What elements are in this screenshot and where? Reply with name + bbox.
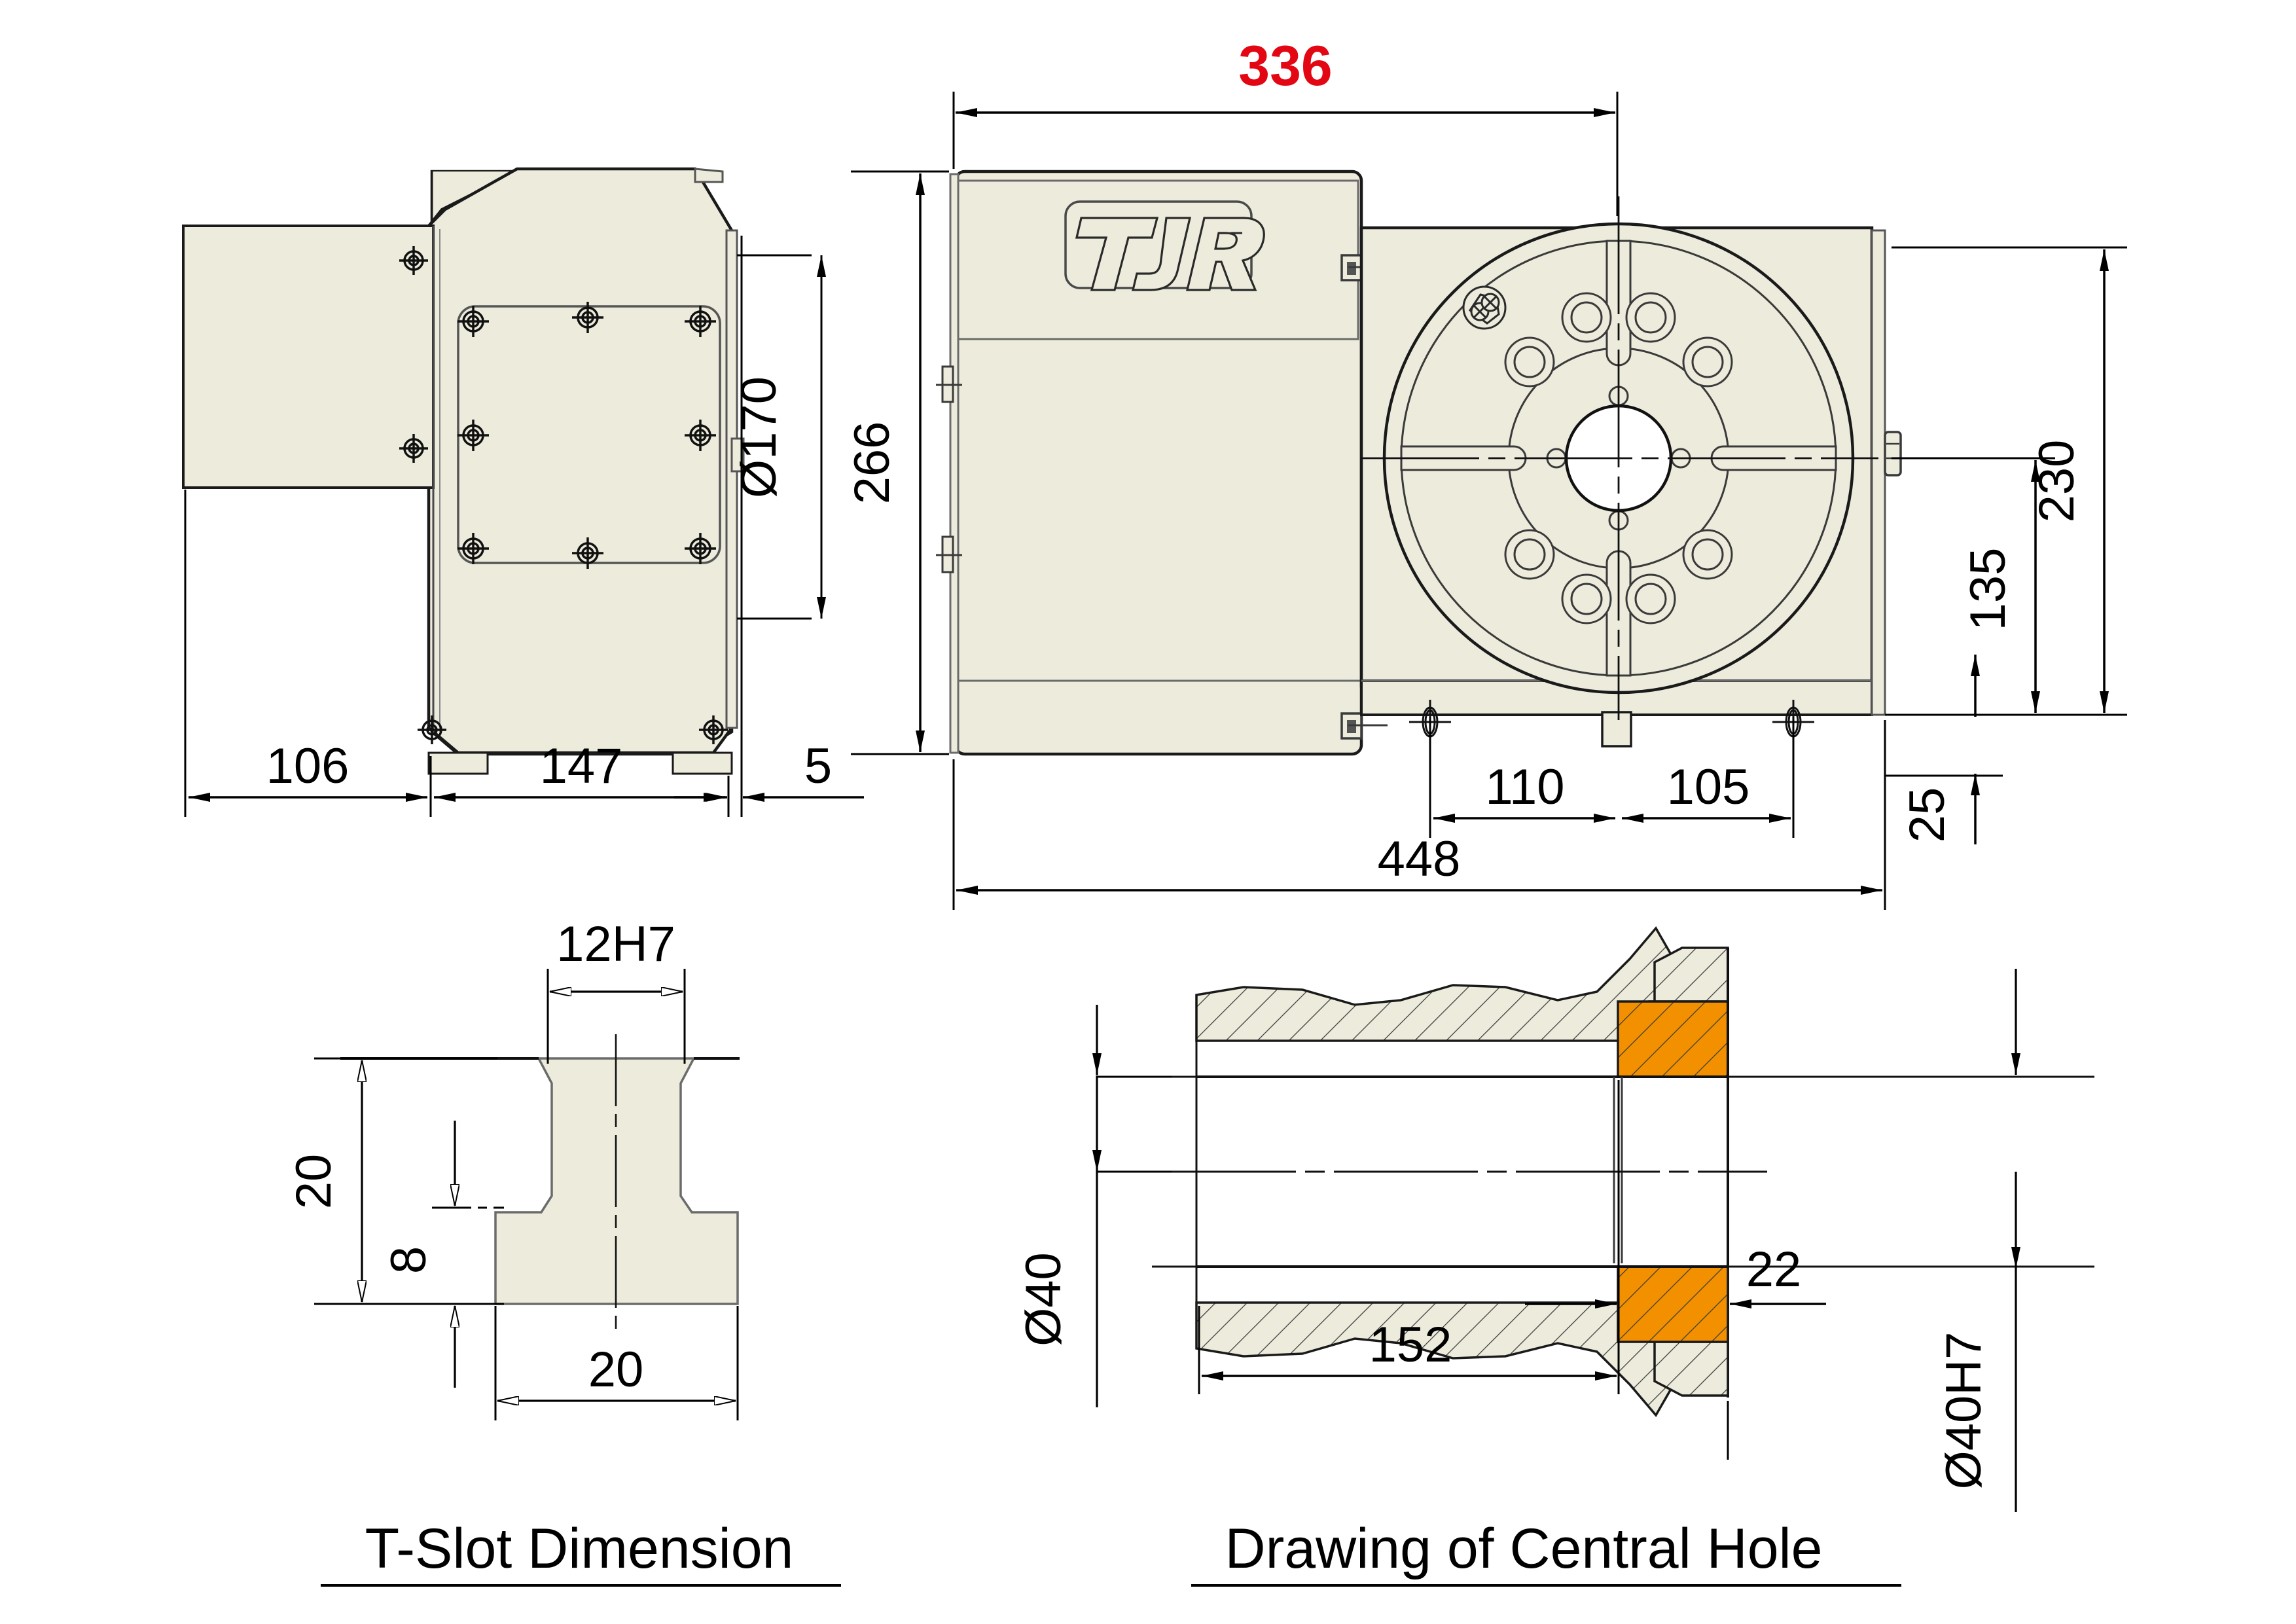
central-hole-caption-text: Drawing of Central Hole: [1225, 1517, 1823, 1580]
dim-152-label: 152: [1369, 1317, 1452, 1373]
central-hole-dimension-d40h7: Ø40H7: [1936, 969, 2020, 1512]
dim-d170-label: Ø170: [731, 376, 787, 498]
dim-266-label: 266: [844, 422, 900, 505]
front-view-dimension-266: 266: [844, 170, 949, 755]
front-view-dimension-25: 25: [1885, 655, 2003, 844]
dim-5-label: 5: [804, 738, 832, 794]
front-view-dimension-chain-bottom: 110 105 448: [952, 717, 1886, 910]
dim-tslot-20-depth-label: 20: [286, 1154, 342, 1210]
dim-135-label: 135: [1960, 548, 2016, 631]
front-view-geometry: [936, 170, 1902, 756]
dim-d40h7-label: Ø40H7: [1936, 1332, 1992, 1490]
side-view-geometry: [182, 167, 745, 775]
tslot-caption: T-Slot Dimension: [321, 1517, 841, 1587]
dim-110-label: 110: [1485, 759, 1564, 815]
dim-tslot-20-width-label: 20: [588, 1342, 644, 1398]
dim-230-label: 230: [2029, 440, 2085, 523]
bushing-section-upper: [1617, 1000, 1729, 1078]
bushing-section-lower: [1617, 1265, 1729, 1343]
tslot-dimension-20-width: 20: [494, 1306, 739, 1420]
side-view-dimension-d170: Ø170: [731, 254, 826, 620]
tjr-logo-icon: [1075, 217, 1265, 291]
central-hole-caption: Drawing of Central Hole: [1191, 1517, 1901, 1587]
central-hole-dimension-152: 152: [1198, 1080, 1729, 1460]
dim-tslot-8-label: 8: [381, 1246, 437, 1274]
central-hole-detail-geometry: [1152, 926, 2094, 1418]
dim-147-label: 147: [540, 738, 623, 794]
dim-448-label: 448: [1378, 831, 1461, 887]
dim-22-label: 22: [1746, 1242, 1802, 1297]
dim-106-label: 106: [266, 738, 350, 794]
dim-336-label: 336: [1238, 35, 1333, 98]
dim-105-label: 105: [1667, 759, 1750, 815]
dim-25-label: 25: [1899, 787, 1955, 843]
side-view-dimension-chain: 106 147 5: [184, 236, 864, 817]
front-view-dimension-135: 135: [1892, 457, 2055, 713]
tslot-dimension-20-depth: 20: [286, 1057, 497, 1305]
front-view-dimension-336: 336: [952, 35, 1619, 216]
tslot-dimension-12h7: 12H7: [547, 916, 686, 1064]
dim-12h7-label: 12H7: [556, 916, 675, 972]
tslot-caption-text: T-Slot Dimension: [365, 1517, 794, 1580]
central-hole-dimension-22: 22: [1525, 1242, 1826, 1308]
tslot-dimension-8: 8: [381, 1121, 504, 1388]
rotary-table-face: [1361, 196, 1878, 720]
central-hole-dimension-d40: Ø40: [1016, 1005, 1172, 1407]
cover-plate: [457, 305, 721, 564]
dim-d40-label: Ø40: [1016, 1252, 1071, 1346]
